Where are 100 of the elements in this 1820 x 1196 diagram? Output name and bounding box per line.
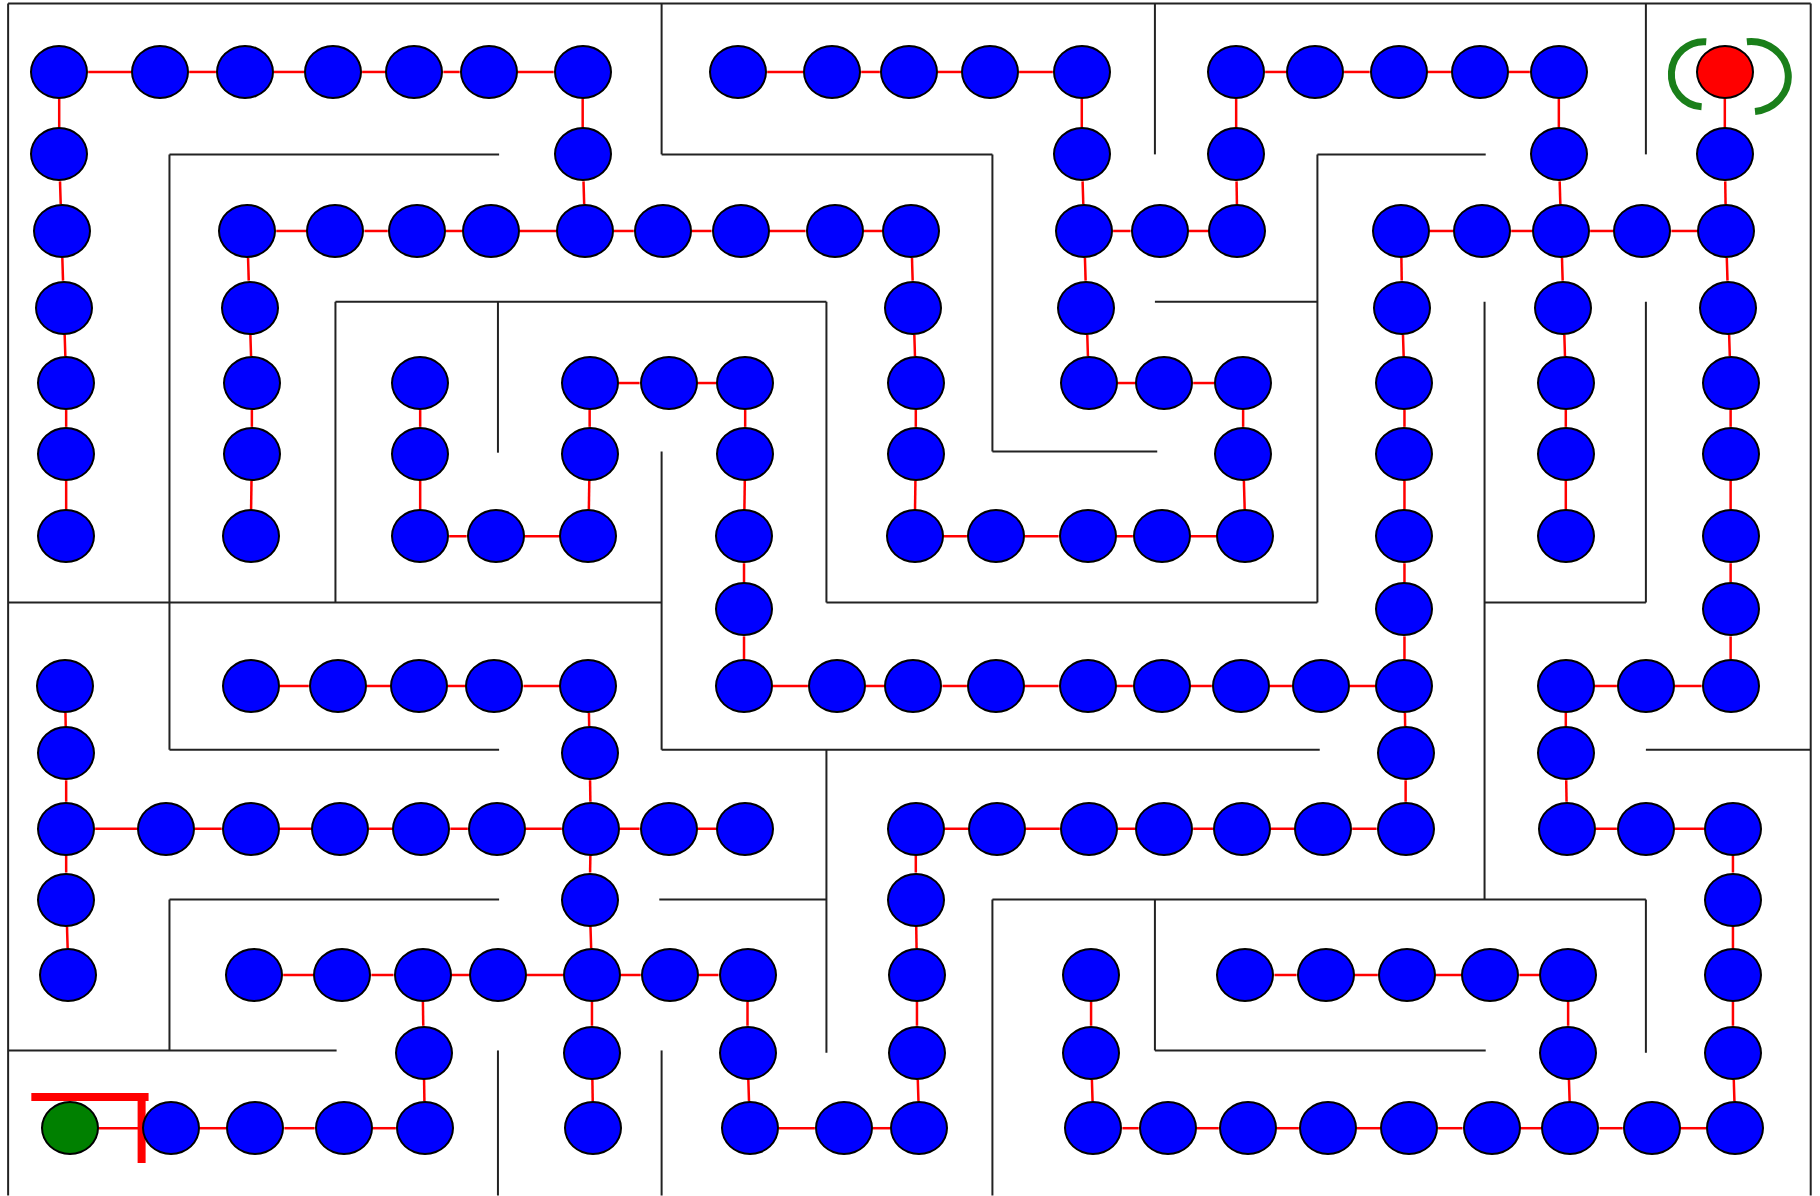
- connector-line: [88, 70, 132, 74]
- connector-line: [1234, 98, 1238, 128]
- connector-line: [1081, 181, 1085, 205]
- connector-line: [1265, 70, 1287, 74]
- connector-line: [1724, 181, 1727, 204]
- connector-line: [1731, 1002, 1735, 1026]
- connector-line: [65, 926, 69, 949]
- connector-line: [1731, 926, 1735, 948]
- connector-line: [1403, 480, 1406, 510]
- connector-line: [1520, 1126, 1542, 1130]
- connector-line: [64, 780, 68, 802]
- connector-line: [95, 827, 137, 830]
- connector-line: [1344, 70, 1370, 74]
- connector-line: [1352, 827, 1377, 830]
- connector-line: [64, 712, 67, 727]
- connector-line: [865, 684, 885, 688]
- connector-line: [1557, 98, 1561, 128]
- connector-line: [1725, 257, 1729, 281]
- connector-line: [1354, 973, 1378, 977]
- connector-line: [1242, 480, 1246, 510]
- connector-line: [369, 827, 393, 830]
- connector-line: [362, 70, 386, 74]
- node-circle: [1695, 44, 1754, 99]
- connector-line: [587, 480, 591, 510]
- connector-line: [1438, 1126, 1463, 1130]
- connector-line: [421, 1001, 425, 1026]
- connector-line: [517, 70, 554, 74]
- connector-line: [1594, 684, 1617, 688]
- node-circle: [1296, 948, 1355, 1002]
- node-circle: [1539, 948, 1598, 1002]
- connector-line: [691, 229, 712, 233]
- node-circle: [718, 948, 777, 1002]
- node-circle: [640, 948, 699, 1002]
- node-circle: [390, 658, 448, 713]
- connector-line: [1090, 1079, 1094, 1102]
- connector-line: [1403, 563, 1406, 583]
- connector-line: [1560, 257, 1564, 281]
- connector-line: [910, 257, 914, 281]
- connector-line: [581, 98, 584, 128]
- connector-line: [773, 684, 808, 688]
- connector-line: [1680, 1126, 1707, 1130]
- node-circle: [1461, 948, 1520, 1002]
- connector-line: [618, 381, 640, 385]
- connector-line: [418, 480, 422, 510]
- connector-line: [1274, 973, 1297, 977]
- connector-line: [1508, 70, 1530, 74]
- connector-line: [588, 855, 592, 873]
- connector-line: [1190, 684, 1212, 688]
- connector-line: [366, 684, 390, 688]
- connector-line: [1235, 181, 1239, 204]
- node-circle: [225, 948, 284, 1002]
- connector-line: [697, 381, 717, 385]
- connector-line: [1086, 334, 1090, 357]
- connector-line: [588, 780, 592, 802]
- node-circle: [1377, 948, 1436, 1002]
- connector-line: [364, 229, 388, 233]
- connector-line: [1400, 257, 1403, 281]
- connector-line: [520, 229, 556, 233]
- connector-line: [1116, 535, 1133, 538]
- connector-line: [1089, 1002, 1093, 1026]
- connector-line: [525, 827, 562, 830]
- node-circle: [468, 948, 527, 1002]
- connector-line: [58, 181, 62, 205]
- connector-line: [620, 973, 641, 977]
- connector-line: [767, 70, 804, 74]
- connector-line: [1564, 780, 1568, 802]
- connector-line: [1727, 334, 1732, 357]
- connector-line: [863, 229, 883, 233]
- node-circle: [887, 948, 946, 1002]
- connector-line: [944, 827, 969, 830]
- connector-line: [372, 1126, 396, 1130]
- node-circle: [1216, 948, 1275, 1002]
- connector-line: [524, 535, 560, 538]
- connector-line: [769, 229, 806, 233]
- connector-line: [189, 70, 216, 74]
- connector-line: [1511, 229, 1533, 233]
- node-circle: [313, 948, 372, 1002]
- connector-line: [1564, 480, 1568, 510]
- node-circle: [39, 948, 98, 1002]
- connector-line: [279, 827, 312, 830]
- node-circle: [1062, 948, 1121, 1002]
- connector-line: [742, 563, 746, 583]
- connector-line: [942, 684, 967, 688]
- connector-line: [1435, 973, 1462, 977]
- connector-line: [1729, 563, 1732, 583]
- connector-line: [697, 827, 717, 830]
- connector-line: [1732, 1079, 1736, 1102]
- connector-line: [1729, 410, 1732, 427]
- connector-line: [283, 973, 314, 977]
- connector-line: [1083, 257, 1087, 281]
- connector-line: [199, 1126, 227, 1130]
- node-circle: [715, 582, 773, 637]
- connector-line: [614, 229, 634, 233]
- connector-line: [588, 410, 591, 427]
- connector-line: [195, 827, 222, 830]
- connector-line: [747, 1079, 751, 1102]
- connector-line: [698, 973, 719, 977]
- connector-line: [1190, 535, 1217, 538]
- connector-line: [1356, 1126, 1381, 1130]
- connector-line: [276, 229, 307, 233]
